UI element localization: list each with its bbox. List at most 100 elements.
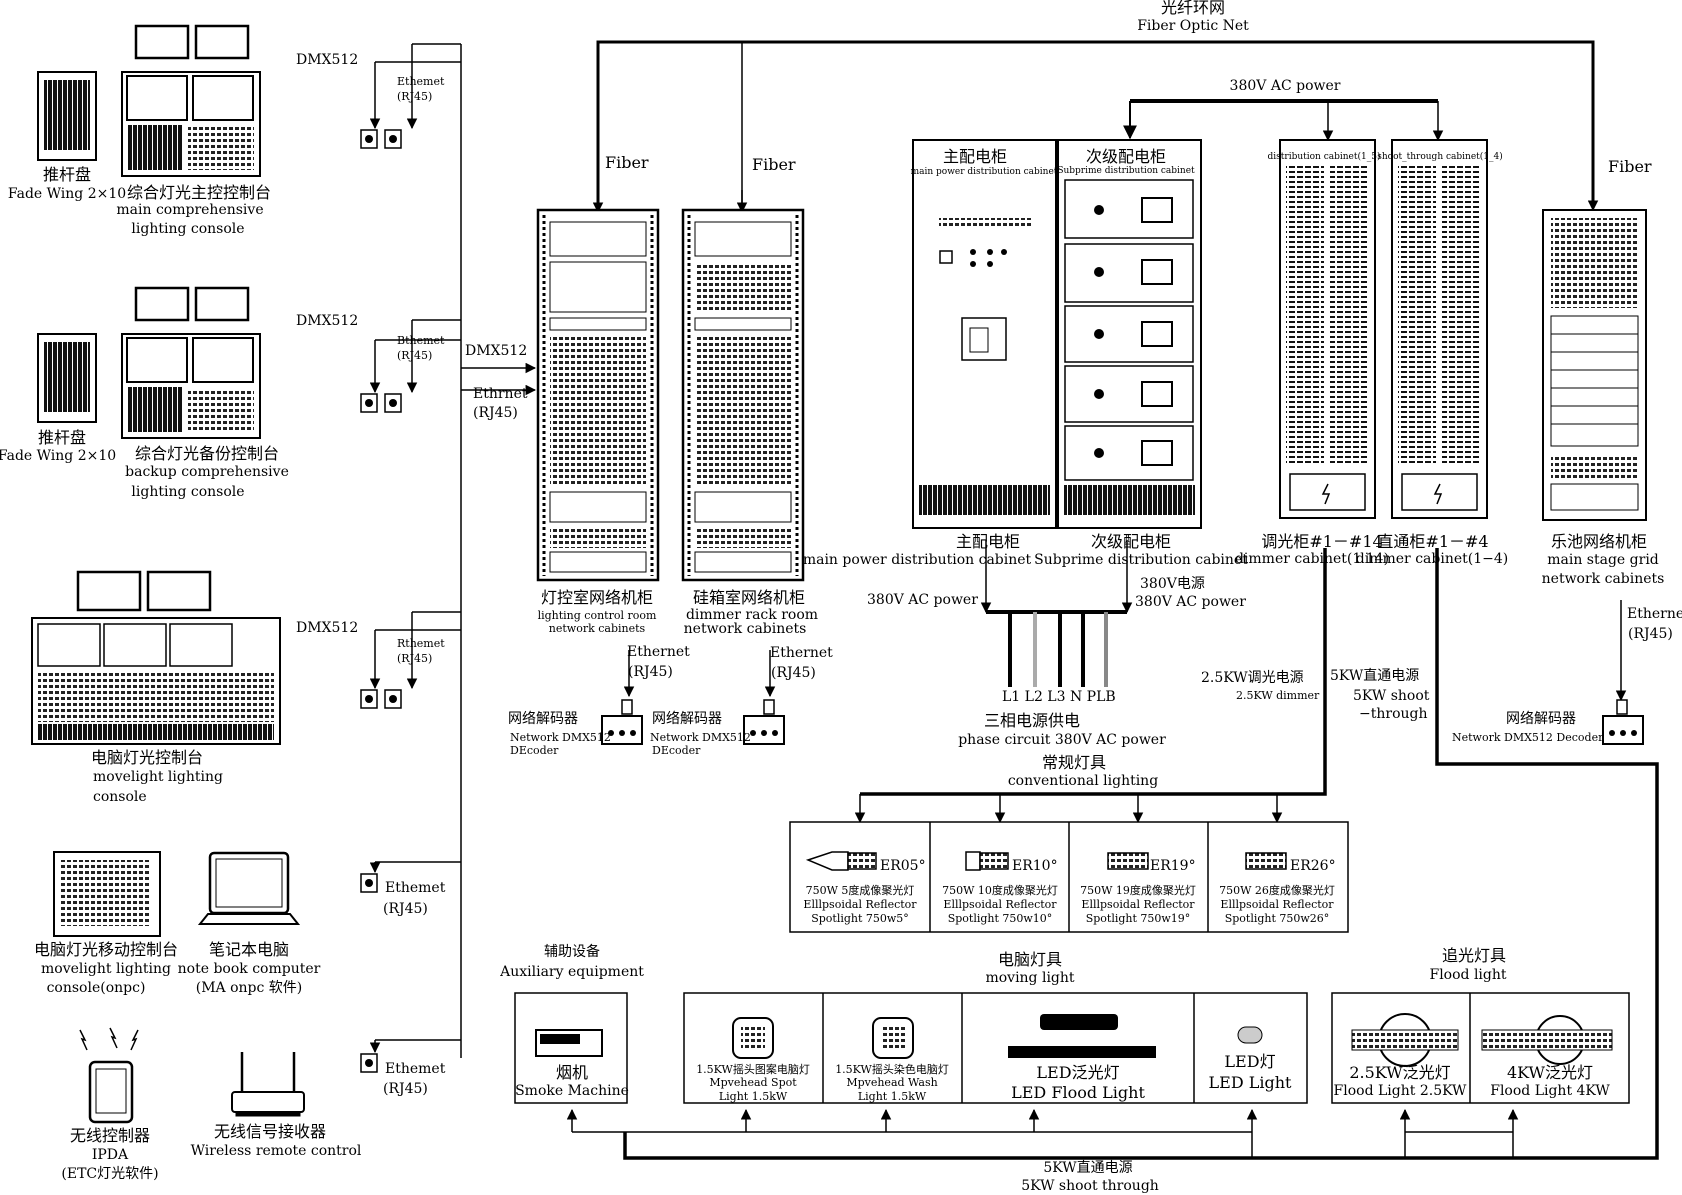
through-cab-cn: 直通柜#1－#4 bbox=[1377, 532, 1489, 551]
notebook-en1: note book computer bbox=[177, 961, 321, 977]
onpc-en1: movelight lighting bbox=[41, 961, 171, 977]
decoder1-cn: 网络解码器 bbox=[508, 711, 578, 727]
smoke-cn: 烟机 bbox=[555, 1063, 589, 1082]
stage-cab-en2: network cabinets bbox=[1541, 571, 1665, 587]
move-console-cn: 电脑灯光控制台 bbox=[91, 748, 204, 767]
led-flood-cn: LED泛光灯 bbox=[1036, 1063, 1120, 1082]
decoder1-en1: Network DMX512 bbox=[510, 731, 611, 744]
dmx-label-2: DMX512 bbox=[296, 313, 359, 329]
notebook-cn: 笔记本电脑 bbox=[208, 940, 290, 959]
sub-cab-cn: 次级配电柜 bbox=[1090, 532, 1172, 551]
sub-cab-top-en: Subprime distribution cabinet bbox=[1057, 166, 1195, 176]
onpc-cn: 电脑灯光移动控制台 bbox=[33, 940, 179, 959]
conventional-cn: 常规灯具 bbox=[1041, 753, 1107, 772]
rack-lcr-en1: lighting control room bbox=[537, 609, 657, 622]
rack-drr-en2: network cabinets bbox=[683, 621, 807, 637]
auxiliary-panel bbox=[514, 992, 628, 1104]
dmx-label-3: DMX512 bbox=[296, 620, 359, 636]
spot-en1: Mpvehead Spot bbox=[709, 1076, 797, 1089]
dimmer-cab-en: dimmer cabinet(1 14) bbox=[1234, 551, 1390, 567]
ac-power-bus bbox=[1123, 99, 1444, 142]
auxiliary-en: Auxiliary equipment bbox=[500, 964, 644, 980]
fiber-label-3: Fiber bbox=[1608, 157, 1652, 176]
rack1-rj45-label: (RJ45) bbox=[628, 664, 673, 680]
f25-en: Flood Light 2.5KW bbox=[1333, 1083, 1467, 1099]
er26-en2: Spotlight 750w26° bbox=[1224, 912, 1330, 925]
er19-cn: 750W 19度成像聚光灯 bbox=[1080, 884, 1196, 897]
sub-cab-en: Subprime distribution cabinet bbox=[1034, 552, 1248, 568]
move-console-en2: console bbox=[93, 789, 147, 805]
dim-power-cn: 2.5KW调光电源 bbox=[1201, 670, 1304, 686]
wireless-cn: 无线信号接收器 bbox=[213, 1122, 327, 1141]
rack-lcr-cn: 灯控室网络机柜 bbox=[540, 588, 654, 607]
rj45-trunk-label: (RJ45) bbox=[473, 405, 518, 421]
f4-cn: 4KW泛光灯 bbox=[1506, 1063, 1594, 1082]
moving-cn: 电脑灯具 bbox=[997, 950, 1063, 969]
decoder2-en2: DEcoder bbox=[652, 744, 701, 757]
onpc-console bbox=[53, 851, 161, 937]
subprime-distribution-cabinet bbox=[1057, 139, 1202, 529]
rack-lighting-control bbox=[536, 208, 660, 582]
decoder2-en1: Network DMX512 bbox=[650, 731, 751, 744]
main-console-en2: lighting console bbox=[131, 221, 245, 237]
main-console-en1: main comprehensive bbox=[116, 202, 264, 218]
wash-en2: Light 1.5kW bbox=[857, 1090, 927, 1103]
stage-eth-label: Ethernet bbox=[1627, 606, 1682, 622]
decoder3-cn: 网络解码器 bbox=[1506, 711, 1576, 727]
backup-console-en1: backup comprehensive bbox=[125, 464, 289, 480]
fiber-optic-ring bbox=[592, 40, 1599, 214]
fiber-label-2: Fiber bbox=[752, 155, 796, 174]
conventional-en: conventional lighting bbox=[1007, 773, 1159, 789]
phase-labels: L1 L2 L3 N PLB bbox=[1002, 689, 1116, 705]
er10-en2: Spotlight 750w10° bbox=[947, 912, 1053, 925]
er19-code: ER19° bbox=[1150, 858, 1196, 874]
eth-label-1: Ethemet bbox=[397, 75, 445, 88]
spot-cn: 1.5KW摇头图案电脑灯 bbox=[696, 1063, 810, 1076]
stage-cab-cn: 乐池网络机柜 bbox=[1550, 532, 1648, 551]
move-console-en1: movelight lighting bbox=[93, 769, 223, 785]
er26-code: ER26° bbox=[1290, 858, 1336, 874]
fade2-cn: 推杆盘 bbox=[37, 428, 87, 447]
conventional-lighting-panel bbox=[789, 821, 1349, 933]
main-distribution-cabinet bbox=[912, 139, 1057, 529]
stage-network-cabinet bbox=[1542, 209, 1647, 745]
main-cab-cn: 主配电柜 bbox=[955, 532, 1021, 551]
eth-label-5: Ethemet bbox=[385, 1061, 446, 1077]
dmx-label-1: DMX512 bbox=[296, 52, 359, 68]
rack-drr-en1: dimmer rack room bbox=[685, 607, 819, 623]
follow-en: Flood light bbox=[1429, 967, 1507, 983]
rj45-label-1: (RJ45) bbox=[397, 90, 433, 103]
spot-en2: Light 1.5kW bbox=[718, 1090, 788, 1103]
dimmer-cab-top: distribution cabinet(1_5) bbox=[1267, 152, 1381, 162]
notebook-computer bbox=[197, 851, 301, 925]
backup-console-en2: lighting console bbox=[131, 484, 245, 500]
er19-en2: Spotlight 750w19° bbox=[1085, 912, 1191, 925]
dimmer-cab-cn: 调光柜#1－#14 bbox=[1261, 532, 1383, 551]
main-console-cn: 综合灯光主控控制台 bbox=[126, 183, 272, 202]
backup-console bbox=[121, 286, 261, 439]
fade1-en: Fade Wing 2×10 bbox=[7, 186, 127, 202]
main-console bbox=[121, 24, 261, 177]
backup-console-cn: 综合灯光备份控制台 bbox=[134, 444, 280, 463]
follow-cn: 追光灯具 bbox=[1441, 946, 1507, 965]
rj45-label-4: (RJ45) bbox=[383, 901, 428, 917]
er05-code: ER05° bbox=[880, 858, 926, 874]
er26-en1: Elllpsoidal Reflector bbox=[1220, 898, 1334, 911]
ipda-tablet bbox=[79, 1027, 139, 1124]
rack1-eth-label: Ethernet bbox=[627, 644, 690, 660]
smoke-en: Smoke Machine bbox=[515, 1083, 629, 1099]
bottom-power-en: 5KW shoot through bbox=[1021, 1178, 1159, 1194]
dimmer-power-bus bbox=[854, 548, 1327, 824]
main-cab-top-en: main power distribution cabinet bbox=[910, 167, 1058, 177]
f4-en: Flood Light 4KW bbox=[1490, 1083, 1610, 1099]
rth-label-3: Rthemet bbox=[397, 637, 445, 650]
three-phase-en: phase circuit 380V AC power bbox=[958, 732, 1166, 748]
onpc-en2: console(onpc) bbox=[46, 980, 146, 996]
er05-en2: Spotlight 750w5° bbox=[811, 912, 909, 925]
rack-lcr-en2: network cabinets bbox=[548, 622, 646, 635]
wash-en1: Mpvehead Wash bbox=[846, 1076, 938, 1089]
moving-en: moving light bbox=[985, 970, 1075, 986]
through-cab-top: shoot_through cabinet(1_4) bbox=[1377, 152, 1503, 162]
ipda-en2: (ETC灯光软件) bbox=[61, 1166, 159, 1182]
